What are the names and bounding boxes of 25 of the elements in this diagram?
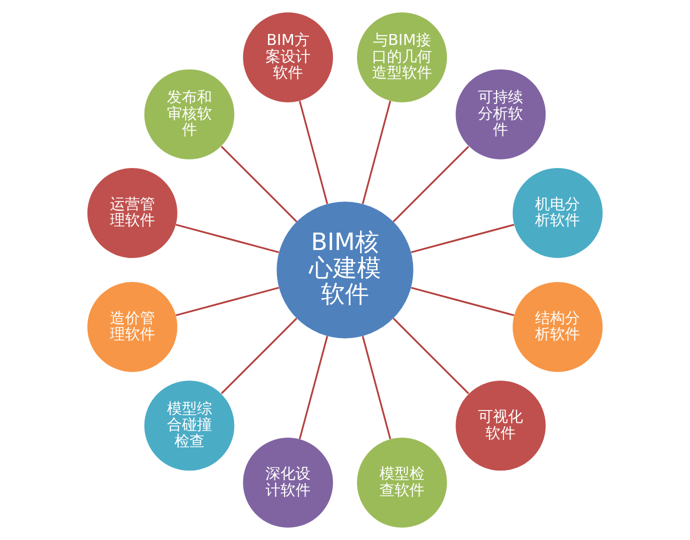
connector [410, 224, 514, 254]
connector [362, 100, 392, 204]
connector [220, 318, 298, 394]
node-circle: 模型检查软件 [356, 438, 447, 528]
node-circle: 与BIM接口的几何造型软件 [356, 12, 447, 102]
connector [176, 286, 280, 316]
node-circle: 机电分析软件 [512, 168, 603, 258]
node-circle: 发布和审核软件 [144, 69, 234, 160]
node-circle: 可视化软件 [456, 380, 546, 471]
connector [362, 336, 392, 440]
connector [298, 336, 328, 440]
node-circle: 结构分析软件 [512, 282, 603, 372]
connector [176, 224, 280, 254]
connector [410, 286, 514, 316]
connector [220, 146, 298, 222]
connector [392, 146, 470, 222]
node-circle: 模型综合碰撞检查 [144, 380, 234, 471]
connector [392, 318, 470, 394]
connector [298, 100, 328, 204]
node-circle: BIM方案设计软件 [243, 12, 334, 102]
node-circle: BIM核心建模软件 [276, 202, 414, 338]
node-circle: 可持续分析软件 [456, 69, 546, 160]
node-circle: 造价管理软件 [87, 282, 178, 372]
node-circle: 运营管理软件 [87, 168, 178, 258]
node-circle: 深化设计软件 [243, 438, 334, 528]
